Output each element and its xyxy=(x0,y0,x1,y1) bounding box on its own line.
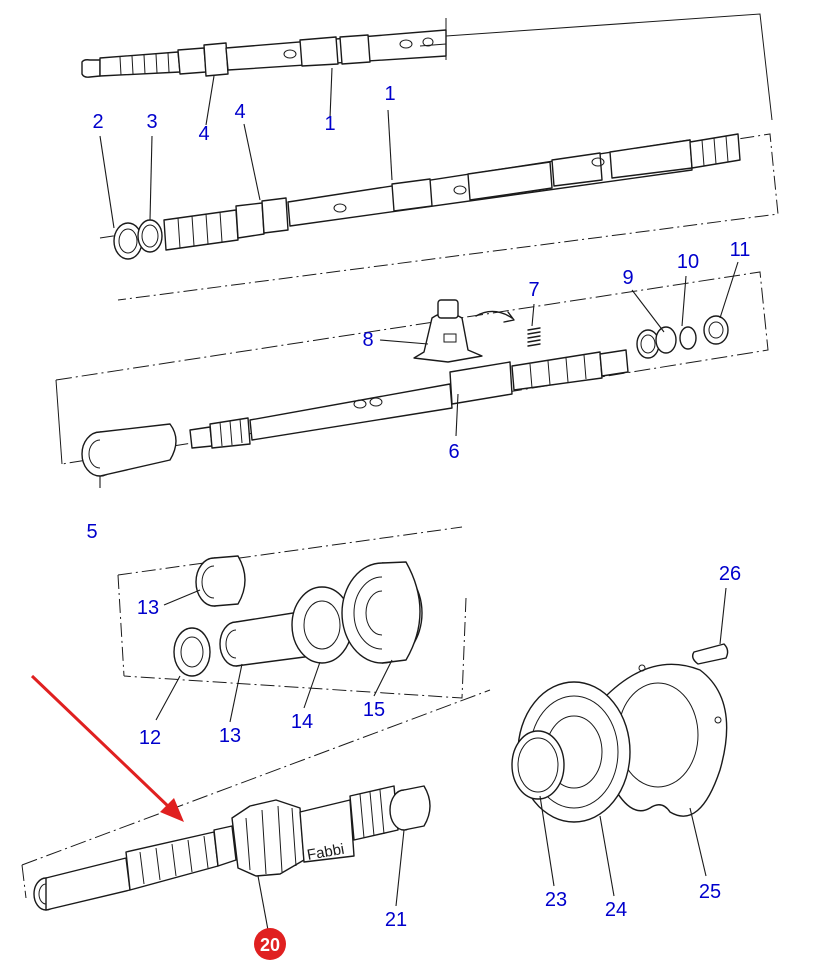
part-label-14[interactable]: 14 xyxy=(291,711,313,733)
part-label-23[interactable]: 23 xyxy=(545,889,567,911)
part-label-24[interactable]: 24 xyxy=(605,899,627,921)
part-label-6[interactable]: 6 xyxy=(448,441,459,463)
part-label-13[interactable]: 13 xyxy=(219,725,241,747)
shaft-1-second xyxy=(113,133,741,260)
flange-assembly xyxy=(511,643,729,823)
highlight-arrow xyxy=(30,674,184,822)
part-stamp: Fabbi xyxy=(306,841,346,864)
part-label-9[interactable]: 9 xyxy=(622,267,633,289)
part-label-13[interactable]: 13 xyxy=(137,597,159,619)
part-label-5[interactable]: 5 xyxy=(86,521,97,543)
part-label-3[interactable]: 3 xyxy=(146,111,157,133)
shaft-6-assembly xyxy=(81,299,729,477)
shaft-1-top xyxy=(81,29,447,78)
part-label-4[interactable]: 4 xyxy=(198,123,209,145)
part-label-2[interactable]: 2 xyxy=(92,111,103,133)
part-labels: 1 1 2 3 4 4 5 6 7 8 9 10 11 12 13 13 14 … xyxy=(86,83,750,960)
shaft-20: Fabbi xyxy=(33,785,431,911)
part-label-15[interactable]: 15 xyxy=(363,699,385,721)
part-label-26[interactable]: 26 xyxy=(719,563,741,585)
part-label-20[interactable]: 20 xyxy=(260,935,280,955)
part-label-12[interactable]: 12 xyxy=(139,727,161,749)
part-label-10[interactable]: 10 xyxy=(677,251,699,273)
leader-lines xyxy=(99,43,739,931)
part-label-1[interactable]: 1 xyxy=(324,113,335,135)
bearing-assembly xyxy=(173,555,423,677)
part-label-4[interactable]: 4 xyxy=(234,101,245,123)
highlight-badge xyxy=(254,928,286,960)
part-label-21[interactable]: 21 xyxy=(385,909,407,931)
part-label-7[interactable]: 7 xyxy=(528,279,539,301)
part-label-11[interactable]: 11 xyxy=(730,239,751,261)
part-label-8[interactable]: 8 xyxy=(362,329,373,351)
part-label-25[interactable]: 25 xyxy=(699,881,721,903)
part-label-1[interactable]: 1 xyxy=(384,83,395,105)
